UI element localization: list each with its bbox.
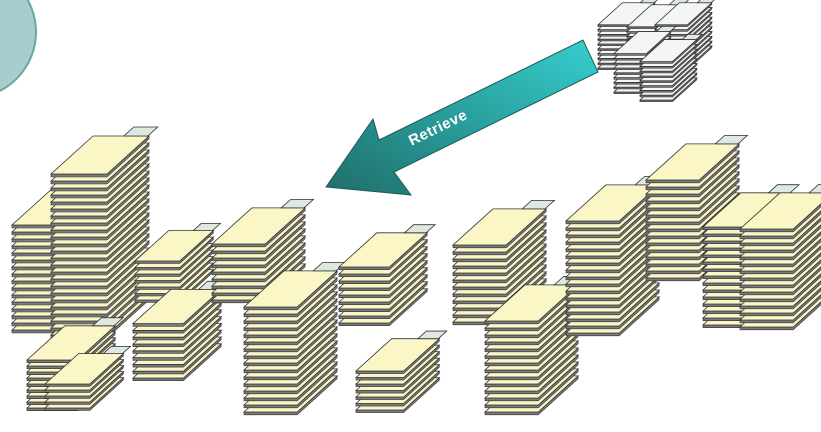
- retrieve-arrow: Retrieve: [325, 39, 599, 196]
- document-stack-12: [564, 175, 669, 337]
- document-stack-9: [354, 330, 448, 413]
- document-stacks: [10, 0, 821, 416]
- retrieve-arrow-shape: [325, 39, 599, 196]
- document-stack-21: [638, 33, 703, 103]
- document-stack-8: [337, 224, 437, 327]
- document-stack-4: [131, 280, 231, 382]
- document-stack-16: [43, 345, 132, 411]
- accent-circle: [0, 0, 37, 92]
- document-stack-15: [738, 183, 821, 331]
- document-stack-2: [49, 126, 159, 339]
- document-stack-7: [242, 261, 347, 416]
